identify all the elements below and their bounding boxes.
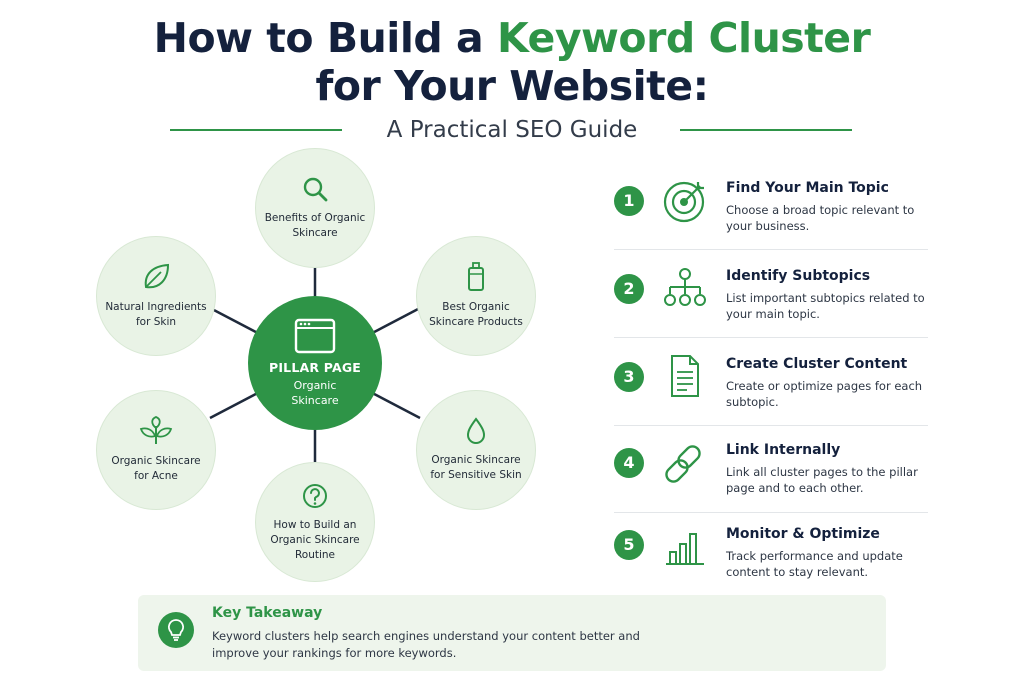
browser-window-icon <box>294 318 336 354</box>
bottle-icon <box>468 262 484 291</box>
sprout-icon <box>139 416 173 444</box>
cluster-node-label: Organic Skincare for Sensitive Skin <box>430 454 522 481</box>
cluster-node-label: How to Build an Organic Skincare Routine <box>270 518 360 561</box>
leaf-icon <box>144 263 170 289</box>
takeaway-text: Keyword clusters help search engines und… <box>212 629 640 660</box>
step-divider <box>614 512 928 513</box>
droplet-icon <box>466 417 486 444</box>
step-1: 1 Find Your Main Topic Choose a broad to… <box>614 172 928 260</box>
subtitle-row: A Practical SEO Guide <box>0 113 1024 149</box>
chain-link-icon <box>665 445 701 483</box>
cluster-node-sensitive-skin: Organic Skincare for Sensitive Skin <box>416 390 536 510</box>
title-prefix: How to Build a <box>153 14 497 62</box>
subtitle-rule-left <box>170 129 342 131</box>
lightbulb-badge <box>158 612 194 648</box>
cluster-node-benefits: Benefits of Organic Skincare <box>255 148 375 268</box>
hierarchy-icon <box>664 268 706 306</box>
question-icon <box>303 483 327 508</box>
cluster-node-label: Natural Ingredients for Skin <box>105 301 207 328</box>
title-accent: Keyword Cluster <box>496 14 871 62</box>
step-2: 2 Identify Subtopics List important subt… <box>614 260 928 348</box>
cluster-node-natural-ingredients: Natural Ingredients for Skin <box>96 236 216 356</box>
cluster-node-acne: Organic Skincare for Acne <box>96 390 216 510</box>
pillar-title: PILLAR PAGE <box>268 360 362 375</box>
step-5: 5 Monitor & Optimize Track performance a… <box>614 520 928 608</box>
step-divider <box>614 337 928 338</box>
pillar-topic: Organic Skincare <box>291 379 339 407</box>
step-number: 1 <box>614 186 644 216</box>
document-icon <box>671 355 699 397</box>
step-divider <box>614 249 928 250</box>
step-divider <box>614 425 928 426</box>
step-number: 2 <box>614 274 644 304</box>
step-title: Monitor & Optimize <box>726 526 880 542</box>
bar-chart-icon <box>666 533 704 565</box>
step-3: 3 Create Cluster Content Create or optim… <box>614 348 928 436</box>
step-description: Choose a broad topic relevant to your bu… <box>726 203 915 233</box>
step-description: Link all cluster pages to the pillar pag… <box>726 465 918 495</box>
title-line2: for Your Website: <box>315 62 709 110</box>
step-description: Create or optimize pages for each subtop… <box>726 379 923 409</box>
step-description: Track performance and update content to … <box>726 549 903 579</box>
magnifier-icon <box>303 177 328 202</box>
subtitle-rule-right <box>680 129 852 131</box>
cluster-node-best-products: Best Organic Skincare Products <box>416 236 536 356</box>
step-title: Find Your Main Topic <box>726 180 889 196</box>
pillar-page-node: PILLAR PAGE Organic Skincare <box>248 296 382 430</box>
subtitle: A Practical SEO Guide <box>386 117 638 143</box>
cluster-node-label: Organic Skincare for Acne <box>111 455 201 482</box>
step-title: Identify Subtopics <box>726 268 871 284</box>
takeaway-title: Key Takeaway <box>212 605 323 621</box>
cluster-node-routine: How to Build an Organic Skincare Routine <box>255 462 375 582</box>
step-description: List important subtopics related to your… <box>726 291 925 321</box>
cluster-node-label: Best Organic Skincare Products <box>429 301 523 328</box>
step-4: 4 Link Internally Link all cluster pages… <box>614 436 928 524</box>
lightbulb-icon <box>168 619 184 641</box>
key-takeaway-box: Key Takeaway Keyword clusters help searc… <box>138 595 886 671</box>
step-number: 5 <box>614 530 644 560</box>
cluster-node-label: Benefits of Organic Skincare <box>264 212 366 239</box>
page-title: How to Build a Keyword Cluster for Your … <box>0 14 1024 110</box>
step-number: 3 <box>614 362 644 392</box>
step-number: 4 <box>614 448 644 478</box>
target-icon <box>663 181 705 223</box>
step-title: Create Cluster Content <box>726 356 908 372</box>
step-title: Link Internally <box>726 442 841 458</box>
